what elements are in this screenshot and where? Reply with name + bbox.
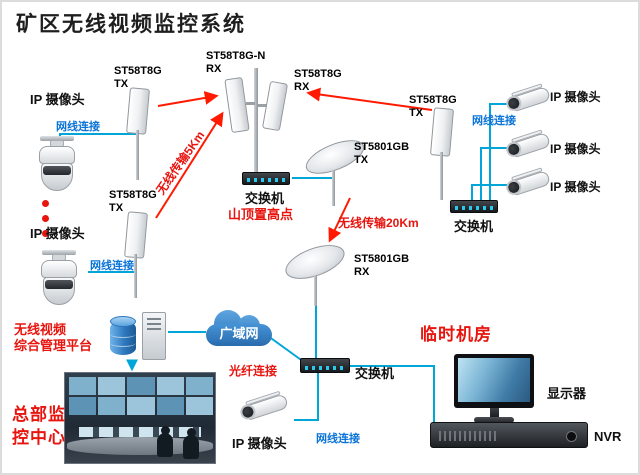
dish-mast xyxy=(332,170,335,206)
antenna-role: TX xyxy=(409,107,424,119)
panel-antenna-icon-tx-left-lower xyxy=(124,211,148,259)
dish-role: RX xyxy=(354,266,370,278)
label-switch-room: 交换机 xyxy=(355,366,395,381)
dish-role: TX xyxy=(354,154,369,166)
server-tower-icon xyxy=(142,312,166,360)
label-antenna-tx-right: ST58T8G TX xyxy=(409,94,457,120)
antenna-role: RX xyxy=(206,63,222,75)
ptz-dome-camera-icon-1 xyxy=(32,136,88,194)
label-ip-camera-bottom: IP 摄像头 xyxy=(232,436,287,451)
antenna-role: TX xyxy=(114,78,129,90)
label-switch-mountain: 交换机 xyxy=(245,191,285,206)
mast-crossbar xyxy=(246,102,255,105)
center-mast xyxy=(254,68,258,172)
console-screens xyxy=(79,427,201,437)
label-temp-room: 临时机房 xyxy=(420,325,492,344)
label-wireless-20km: 无线传输20Km xyxy=(338,216,419,230)
dish-mast xyxy=(314,276,317,306)
wan-cloud-icon: 广域网 xyxy=(206,310,272,348)
label-switch-right: 交换机 xyxy=(454,219,494,234)
label-antenna-rx-center: ST58T8G-N RX xyxy=(206,50,265,76)
mast-crossbar xyxy=(258,104,267,107)
label-ip-camera-left-1: IP 摄像头 xyxy=(30,92,85,107)
antenna-model: ST58T8G xyxy=(109,189,157,201)
nvr-recorder-icon xyxy=(430,422,588,448)
video-wall xyxy=(69,377,213,415)
dish-model: ST5801GB xyxy=(354,253,410,265)
ellipsis-dot-icon xyxy=(42,215,49,222)
label-lan-cable-1: 网线连接 xyxy=(56,121,100,133)
antenna-model: ST58T8G xyxy=(114,65,162,77)
database-server-icon xyxy=(110,316,136,358)
dish-model: ST5801GB xyxy=(354,141,410,153)
antenna-role: RX xyxy=(294,81,310,93)
switch-icon-room xyxy=(300,358,350,373)
label-ip-camera-right-1: IP 摄像头 xyxy=(550,90,601,104)
switch-icon-right xyxy=(450,200,498,213)
label-fiber-connection: 光纤连接 xyxy=(229,364,278,378)
label-platform-line1: 无线视频 xyxy=(14,322,67,337)
label-nvr: NVR xyxy=(594,429,622,444)
antenna-model: ST58T8G xyxy=(409,94,457,106)
display-monitor-icon xyxy=(454,354,534,426)
label-monitor: 显示器 xyxy=(547,386,587,401)
label-ip-camera-right-3: IP 摄像头 xyxy=(550,180,601,194)
label-ip-camera-left-2: IP 摄像头 xyxy=(30,226,85,241)
switch-icon-mountain xyxy=(242,172,290,185)
operator-silhouette xyxy=(183,428,199,459)
label-dish-tx: ST5801GB TX xyxy=(354,141,409,167)
label-lan-cable-2: 网线连接 xyxy=(90,260,134,272)
console-desk xyxy=(67,437,213,455)
page-title: 矿区无线视频监控系统 xyxy=(16,13,246,36)
antenna-mast xyxy=(134,254,137,298)
label-hq-line2: 控中心 xyxy=(12,428,66,447)
ellipsis-dot-icon xyxy=(42,230,49,237)
antenna-model: ST58T8G-N xyxy=(206,50,266,62)
label-dish-rx: ST5801GB RX xyxy=(354,253,409,279)
label-lan-cable-4: 网线连接 xyxy=(316,433,360,445)
control-room-photo xyxy=(64,372,216,464)
antenna-role: TX xyxy=(109,202,124,214)
label-antenna-rx-center-right: ST58T8G RX xyxy=(294,68,342,94)
label-mountain-top: 山顶置高点 xyxy=(228,207,294,222)
label-wan: 广域网 xyxy=(219,326,259,341)
antenna-mast xyxy=(136,130,139,180)
label-platform-line2: 综合管理平台 xyxy=(14,338,93,353)
label-ip-camera-right-2: IP 摄像头 xyxy=(550,142,601,156)
antenna-model: ST58T8G xyxy=(294,68,342,80)
label-antenna-tx-left-upper: ST58T8G TX xyxy=(114,65,162,91)
panel-antenna-icon-tx-left-upper xyxy=(126,87,150,135)
ellipsis-dot-icon xyxy=(42,200,49,207)
antenna-mast xyxy=(440,152,443,200)
label-hq-line1: 总部监 xyxy=(12,405,66,424)
ptz-dome-camera-icon-2 xyxy=(34,250,90,308)
operator-silhouette xyxy=(157,426,173,457)
label-lan-cable-3: 网线连接 xyxy=(472,115,516,127)
label-antenna-tx-left-lower: ST58T8G TX xyxy=(109,189,157,215)
